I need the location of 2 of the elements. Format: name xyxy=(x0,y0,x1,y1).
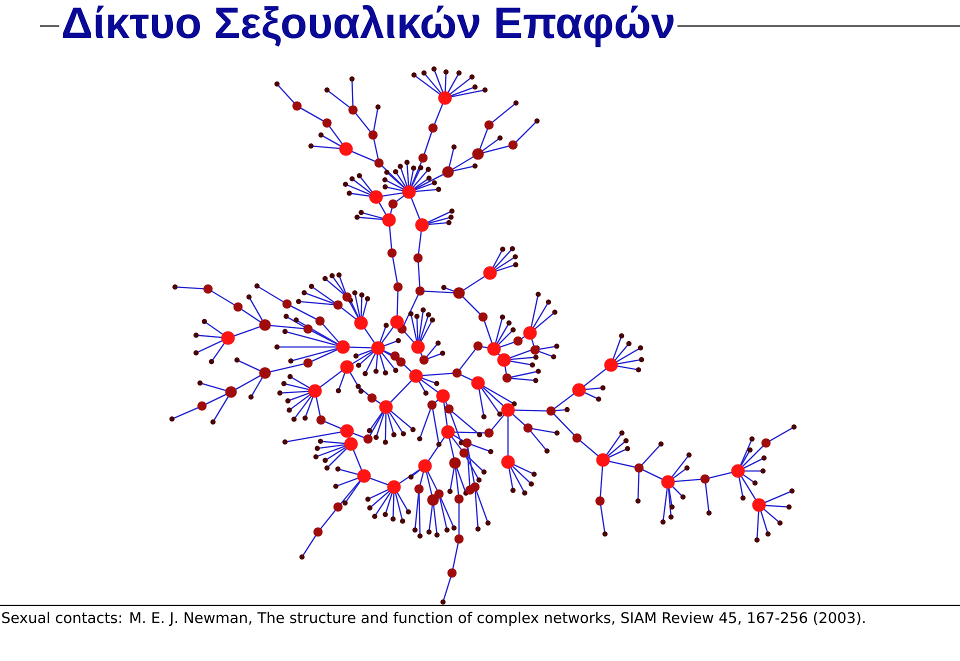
title: Δίκτυο Σεξουαλικών Επαφών xyxy=(59,4,678,48)
caption: Sexual contacts: M. E. J. Newman, The structure and function of complex networks, SIAM Review 45, 167-256 (2003). xyxy=(2,612,865,626)
